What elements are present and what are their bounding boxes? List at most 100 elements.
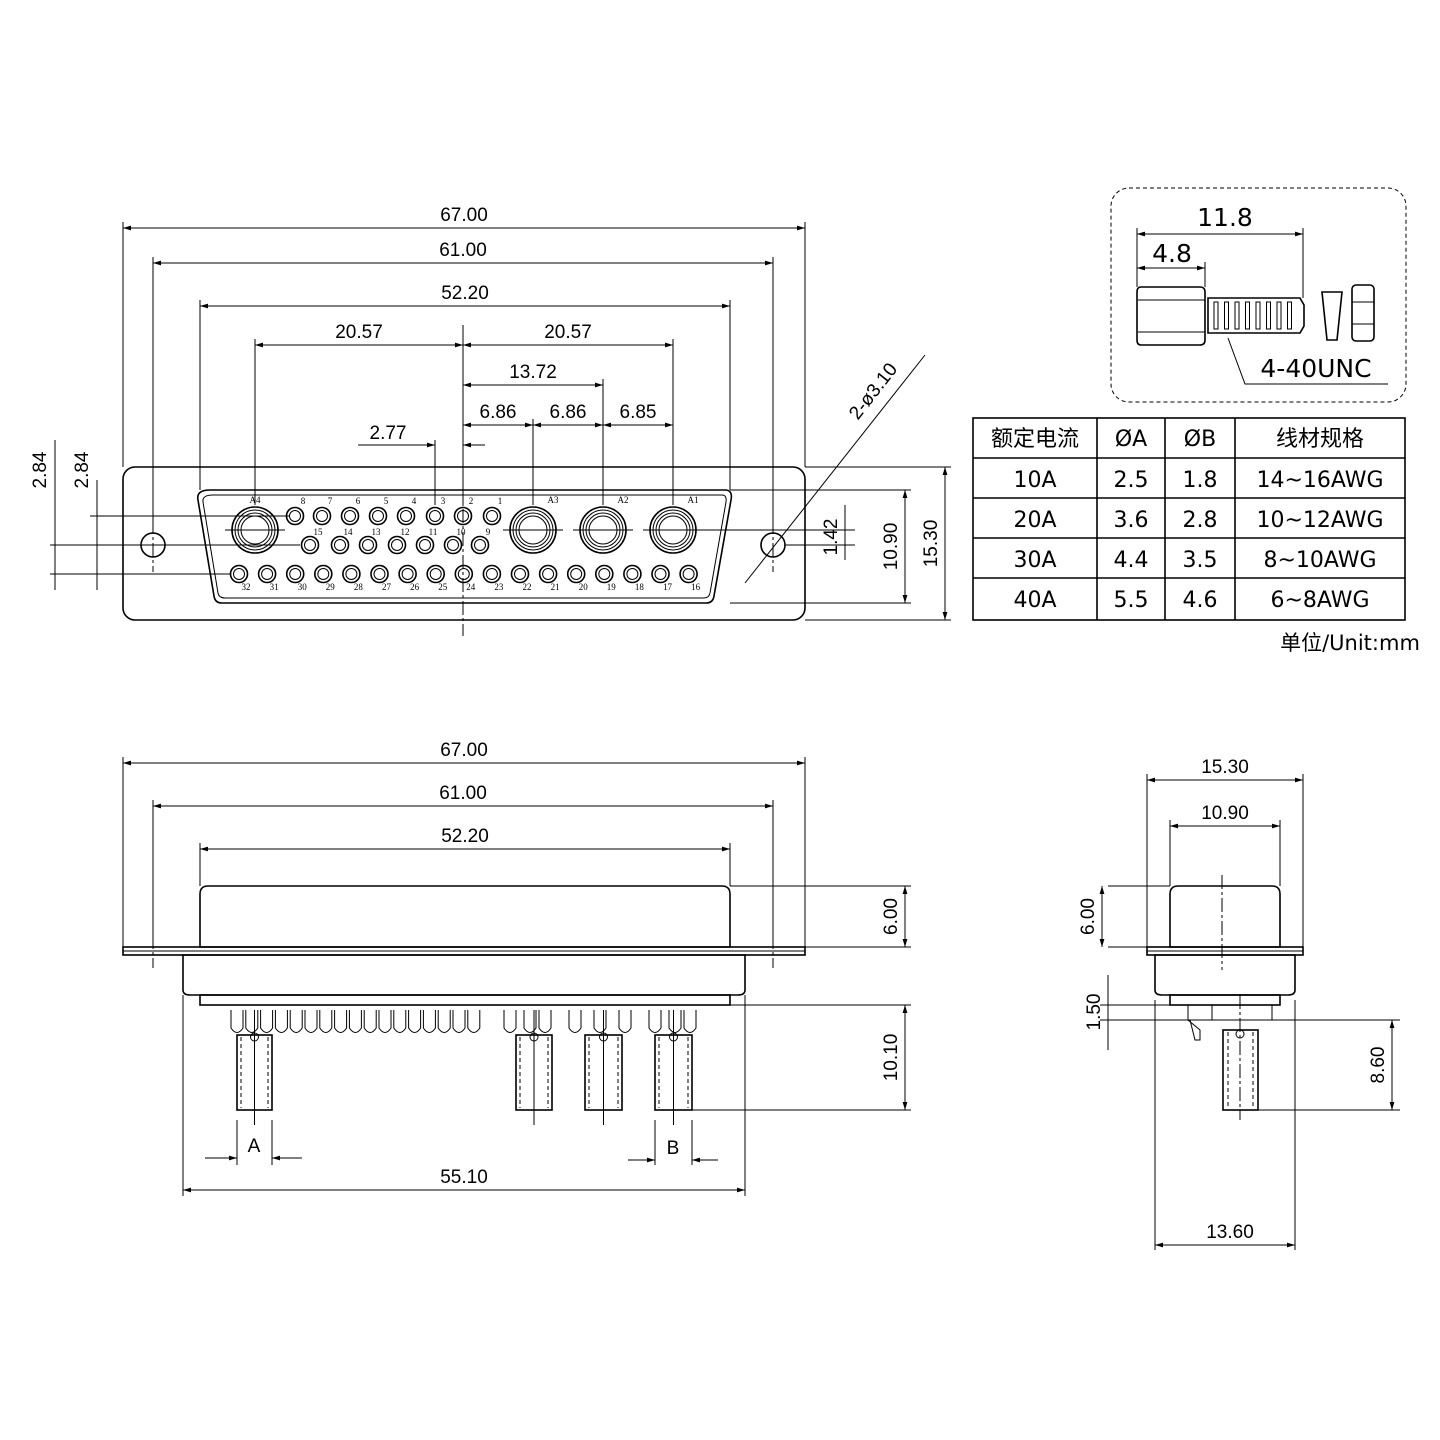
pin-number: 25	[438, 582, 448, 592]
signal-pin-bore	[485, 568, 498, 580]
flange-outline	[122, 466, 806, 621]
signal-pin	[510, 564, 530, 584]
signal-pin	[229, 564, 249, 584]
dimension-label: 2.77	[370, 423, 407, 444]
signal-pin-bore	[304, 539, 316, 551]
thread	[1207, 297, 1305, 334]
contact-tail	[274, 1010, 288, 1033]
dimension-label: 1.50	[1084, 994, 1105, 1031]
pin-number: 1	[498, 496, 503, 506]
signal-pin-bore	[400, 510, 412, 522]
pin-number: 21	[551, 582, 560, 592]
dimension-label: 52.20	[441, 826, 489, 847]
table-header: 线材规格	[1276, 427, 1364, 452]
dimension-label: 67.00	[440, 740, 488, 761]
signal-pin	[425, 506, 445, 526]
signal-pin-bore	[391, 539, 403, 551]
signal-pin	[285, 564, 305, 584]
dimension-label: 13.60	[1206, 1222, 1254, 1243]
signal-pin-bore	[419, 539, 431, 551]
pin-number: 4	[412, 496, 417, 506]
dimension-label: 15.30	[921, 520, 942, 568]
dimension-label: 61.00	[439, 240, 487, 261]
signal-pin	[415, 535, 435, 555]
pin-number: 20	[579, 582, 589, 592]
signal-pin	[470, 535, 490, 555]
power-contact-label: A3	[548, 495, 559, 505]
signal-pin-bore	[261, 568, 274, 580]
shell-side	[199, 885, 731, 948]
pin-number: 6	[356, 496, 361, 506]
pin-number: 13	[372, 527, 382, 537]
table-cell: 2.5	[1114, 468, 1149, 493]
contact-tail	[393, 1010, 407, 1033]
signal-pin	[482, 564, 502, 584]
dimension-label: 6.86	[550, 402, 587, 423]
side-view	[122, 885, 806, 1125]
insulator-body	[182, 954, 746, 996]
contact-tail	[422, 1010, 436, 1033]
signal-pin-bore	[486, 510, 498, 522]
table-header: ØB	[1184, 427, 1216, 452]
table-cell: 3.6	[1114, 508, 1149, 533]
pin-number: 3	[441, 496, 446, 506]
table-cell: 8~10AWG	[1263, 548, 1376, 573]
signal-pin	[679, 564, 698, 584]
signal-pin-bore	[233, 568, 245, 580]
signal-pin	[300, 535, 320, 555]
pin-number: 32	[242, 582, 251, 592]
table-header: ØA	[1115, 427, 1147, 452]
signal-pin-bore	[316, 510, 328, 522]
signal-pin-bore	[626, 568, 639, 580]
dimension-label: 61.00	[439, 783, 487, 804]
pin-number: 23	[494, 582, 504, 592]
table-cell: 3.5	[1183, 548, 1218, 573]
signal-pin	[651, 564, 670, 584]
signal-pin-bore	[344, 510, 356, 522]
signal-pin	[538, 564, 558, 584]
pin-number: 12	[401, 527, 410, 537]
pin-number: 24	[466, 582, 476, 592]
screw-length-label: 11.8	[1197, 203, 1253, 232]
pin-number: 15	[314, 527, 324, 537]
table-cell: 5.5	[1114, 588, 1149, 613]
dimension-label: 20.57	[544, 322, 592, 343]
contact-tail	[467, 1010, 481, 1033]
signal-pin	[453, 506, 473, 526]
dimension-a-label: A	[248, 1136, 261, 1157]
dimension-label: 6.86	[480, 402, 517, 423]
signal-pin	[257, 564, 277, 584]
nut	[1351, 284, 1375, 342]
signal-pin	[358, 535, 378, 555]
table-cell: 10A	[1013, 468, 1056, 493]
signal-pin	[370, 564, 389, 584]
contact-tail	[319, 1010, 333, 1033]
signal-pin	[312, 506, 332, 526]
dimension-label: 13.72	[509, 362, 557, 383]
signal-pin-bore	[542, 568, 555, 580]
signal-pin	[340, 506, 360, 526]
end-view	[1146, 875, 1304, 1120]
pin-number: 31	[270, 582, 279, 592]
signal-pin-bore	[514, 568, 526, 580]
signal-pin-bore	[345, 568, 358, 580]
d-shell-inner	[202, 494, 727, 599]
table-cell: 6~8AWG	[1270, 588, 1369, 613]
contact-tail	[230, 1010, 244, 1033]
pin-number: 27	[382, 582, 392, 592]
table-cell: 20A	[1013, 508, 1056, 533]
dimension-label: 6.85	[620, 402, 657, 423]
power-contact-label: A2	[618, 495, 629, 505]
pin-number: 22	[523, 582, 532, 592]
d-shell-outer	[196, 489, 733, 604]
screw-detail: 11.8 4.8 4-40UNC	[1110, 187, 1407, 403]
signal-pin-bore	[474, 539, 486, 551]
power-contact-label: A1	[688, 495, 699, 505]
signal-pin-bore	[598, 568, 611, 580]
dimension-label: 2.84	[72, 451, 93, 488]
dimension-label: 55.10	[440, 1167, 488, 1188]
pin-number: 16	[691, 582, 701, 592]
